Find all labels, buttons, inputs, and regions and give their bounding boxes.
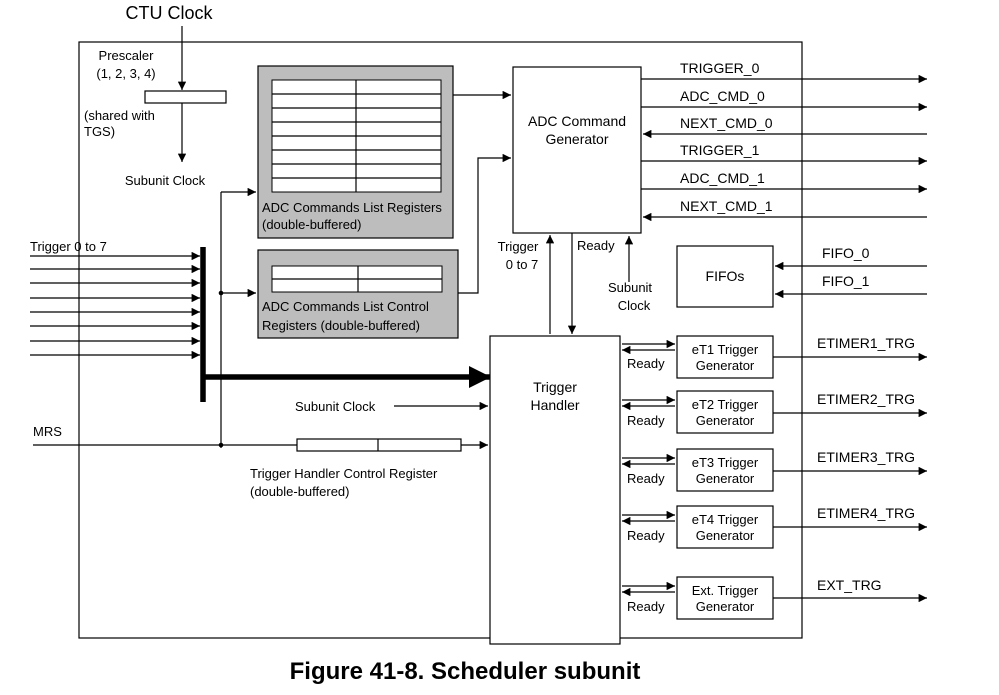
adc-cmd-0-label: ADC_CMD_0: [680, 88, 765, 104]
svg-text:Generator: Generator: [696, 471, 755, 486]
svg-text:eT4 Trigger: eT4 Trigger: [692, 512, 759, 527]
etimer3-trg-label: ETIMER3_TRG: [817, 449, 915, 465]
etimer1-trg-label: ETIMER1_TRG: [817, 335, 915, 351]
trigger-0-label: TRIGGER_0: [680, 60, 760, 76]
svg-text:Ready: Ready: [627, 528, 665, 543]
adc-command-generator-label: ADC Command: [528, 113, 626, 129]
subunit-clock-mid-label2: Clock: [618, 298, 651, 313]
adc-command-generator-label2: Generator: [545, 131, 608, 147]
trigger-generator-ext: Ext. Trigger Generator Ready EXT_TRG: [622, 576, 927, 620]
figure-caption: Figure 41-8. Scheduler subunit: [290, 658, 641, 685]
ready-adc-label: Ready: [577, 238, 615, 253]
svg-text:Ready: Ready: [627, 471, 665, 486]
fifo-0-label: FIFO_0: [822, 245, 870, 261]
svg-text:Generator: Generator: [696, 528, 755, 543]
fifos-block: [676, 245, 774, 308]
svg-text:Ready: Ready: [627, 413, 665, 428]
etimer4-trg-label: ETIMER4_TRG: [817, 505, 915, 521]
trigger-handler-control-sublabel: (double-buffered): [250, 484, 350, 499]
trigger-input-lines: [30, 251, 200, 360]
adc-commands-control-registers: [257, 249, 459, 339]
etimer2-trg-label: ETIMER2_TRG: [817, 391, 915, 407]
shared-note-line1: (shared with: [84, 108, 155, 123]
prescaler-values: (1, 2, 3, 4): [96, 66, 155, 81]
adc-commands-control-sublabel: Registers (double-buffered): [262, 318, 420, 333]
prescaler-register: [144, 90, 227, 104]
trigger-handler-control-label: Trigger Handler Control Register: [250, 466, 438, 481]
adc-commands-list-label: ADC Commands List Registers: [262, 200, 442, 215]
trigger-mid-label2: 0 to 7: [506, 257, 539, 272]
subunit-clock-in-label: Subunit Clock: [295, 399, 376, 414]
svg-text:Generator: Generator: [696, 599, 755, 614]
fifo-1-label: FIFO_1: [822, 273, 870, 289]
adc-control-table: [271, 265, 443, 293]
svg-text:Generator: Generator: [696, 358, 755, 373]
trigger-handler-label: Trigger: [533, 379, 577, 395]
svg-text:Ready: Ready: [627, 599, 665, 614]
trigger-handler: [489, 335, 621, 645]
adc-output-signals: TRIGGER_0 ADC_CMD_0 NEXT_CMD_0 TRIGGER_1…: [641, 60, 927, 222]
svg-text:eT2 Trigger: eT2 Trigger: [692, 397, 759, 412]
adc-commands-table: [271, 79, 442, 193]
ctu-clock-label: CTU Clock: [125, 3, 213, 23]
trigger-1-label: TRIGGER_1: [680, 142, 760, 158]
ext-trg-label: EXT_TRG: [817, 577, 882, 593]
svg-text:Ready: Ready: [627, 356, 665, 371]
trigger-mid-label: Trigger: [498, 239, 539, 254]
trigger-generator-et1: eT1 Trigger Generator Ready ETIMER1_TRG: [622, 335, 927, 379]
svg-text:Ext. Trigger: Ext. Trigger: [692, 583, 759, 598]
svg-text:Generator: Generator: [696, 413, 755, 428]
trigger-generator-et2: eT2 Trigger Generator Ready ETIMER2_TRG: [622, 390, 927, 434]
adc-commands-list-sublabel: (double-buffered): [262, 217, 362, 232]
next-cmd-1-label: NEXT_CMD_1: [680, 198, 773, 214]
next-cmd-0-label: NEXT_CMD_0: [680, 115, 773, 131]
svg-text:eT3 Trigger: eT3 Trigger: [692, 455, 759, 470]
mrs-label: MRS: [33, 424, 62, 439]
adc-command-generator: [512, 66, 642, 234]
svg-text:eT1 Trigger: eT1 Trigger: [692, 342, 759, 357]
adc-commands-control-label: ADC Commands List Control: [262, 299, 429, 314]
adc-cmd-1-label: ADC_CMD_1: [680, 170, 765, 186]
prescaler-label: Prescaler: [99, 48, 155, 63]
subunit-frame: [78, 41, 803, 639]
trigger-generator-et4: eT4 Trigger Generator Ready ETIMER4_TRG: [622, 505, 927, 549]
subunit-clock-label: Subunit Clock: [125, 173, 206, 188]
trigger-handler-control-register: [296, 438, 462, 452]
fifos-label: FIFOs: [706, 268, 745, 284]
shared-note-line2: TGS): [84, 124, 115, 139]
trigger-inputs-label: Trigger 0 to 7: [30, 239, 107, 254]
subunit-clock-mid-label: Subunit: [608, 280, 652, 295]
trigger-generator-et3: eT3 Trigger Generator Ready ETIMER3_TRG: [622, 448, 927, 492]
trigger-handler-label2: Handler: [530, 397, 579, 413]
